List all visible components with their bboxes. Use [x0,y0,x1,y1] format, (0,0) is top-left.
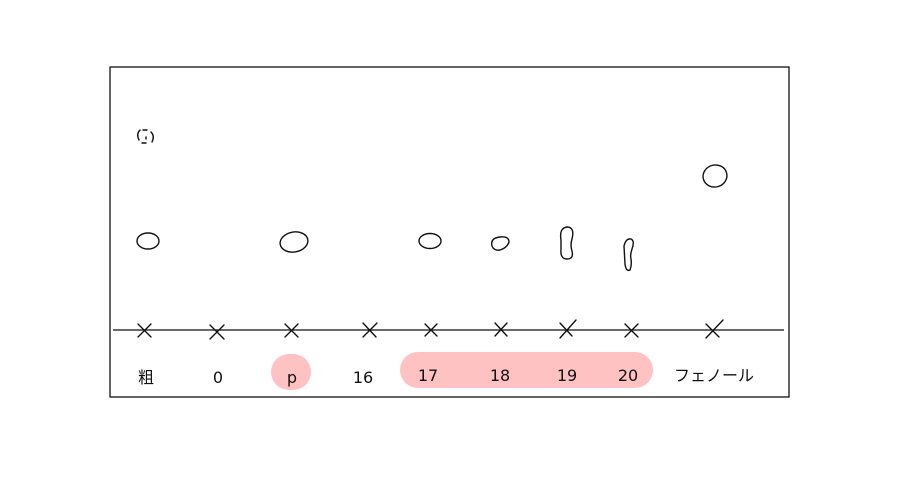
spot-phenol [702,164,728,188]
spot-18 [490,236,510,251]
highlight-mark-p [271,354,311,390]
lane-label-20: 20 [618,366,638,385]
origin-marks [137,319,724,340]
spot-p [279,231,309,253]
origin-mark-19 [559,319,577,339]
origin-mark-0 [209,324,225,340]
origin-mark-16 [362,322,378,338]
spot-crude-oval [136,232,160,250]
origin-mark-phenol [705,319,724,339]
spot-20 [623,238,634,272]
lane-label-p: p [287,368,297,387]
origin-mark-p [284,323,299,338]
lane-label-phenol: フェノール [674,366,754,385]
lane-label-16: 16 [353,368,373,387]
tlc-plate-frame [109,66,790,398]
highlight-mark-17-20 [400,352,653,388]
lane-label-17: 17 [418,366,438,385]
lane-label-18: 18 [490,366,510,385]
spot-17 [418,232,442,250]
origin-mark-20 [624,323,639,338]
lane-label-crude: 粗 [138,368,154,387]
lane-label-19: 19 [557,366,577,385]
lane-label-0: 0 [213,368,223,387]
spot-19 [559,226,574,260]
spot-crude-dashed [137,129,154,144]
origin-mark-17 [424,323,438,337]
spots [136,129,728,272]
origin-mark-crude [137,323,152,338]
origin-mark-18 [494,322,508,337]
